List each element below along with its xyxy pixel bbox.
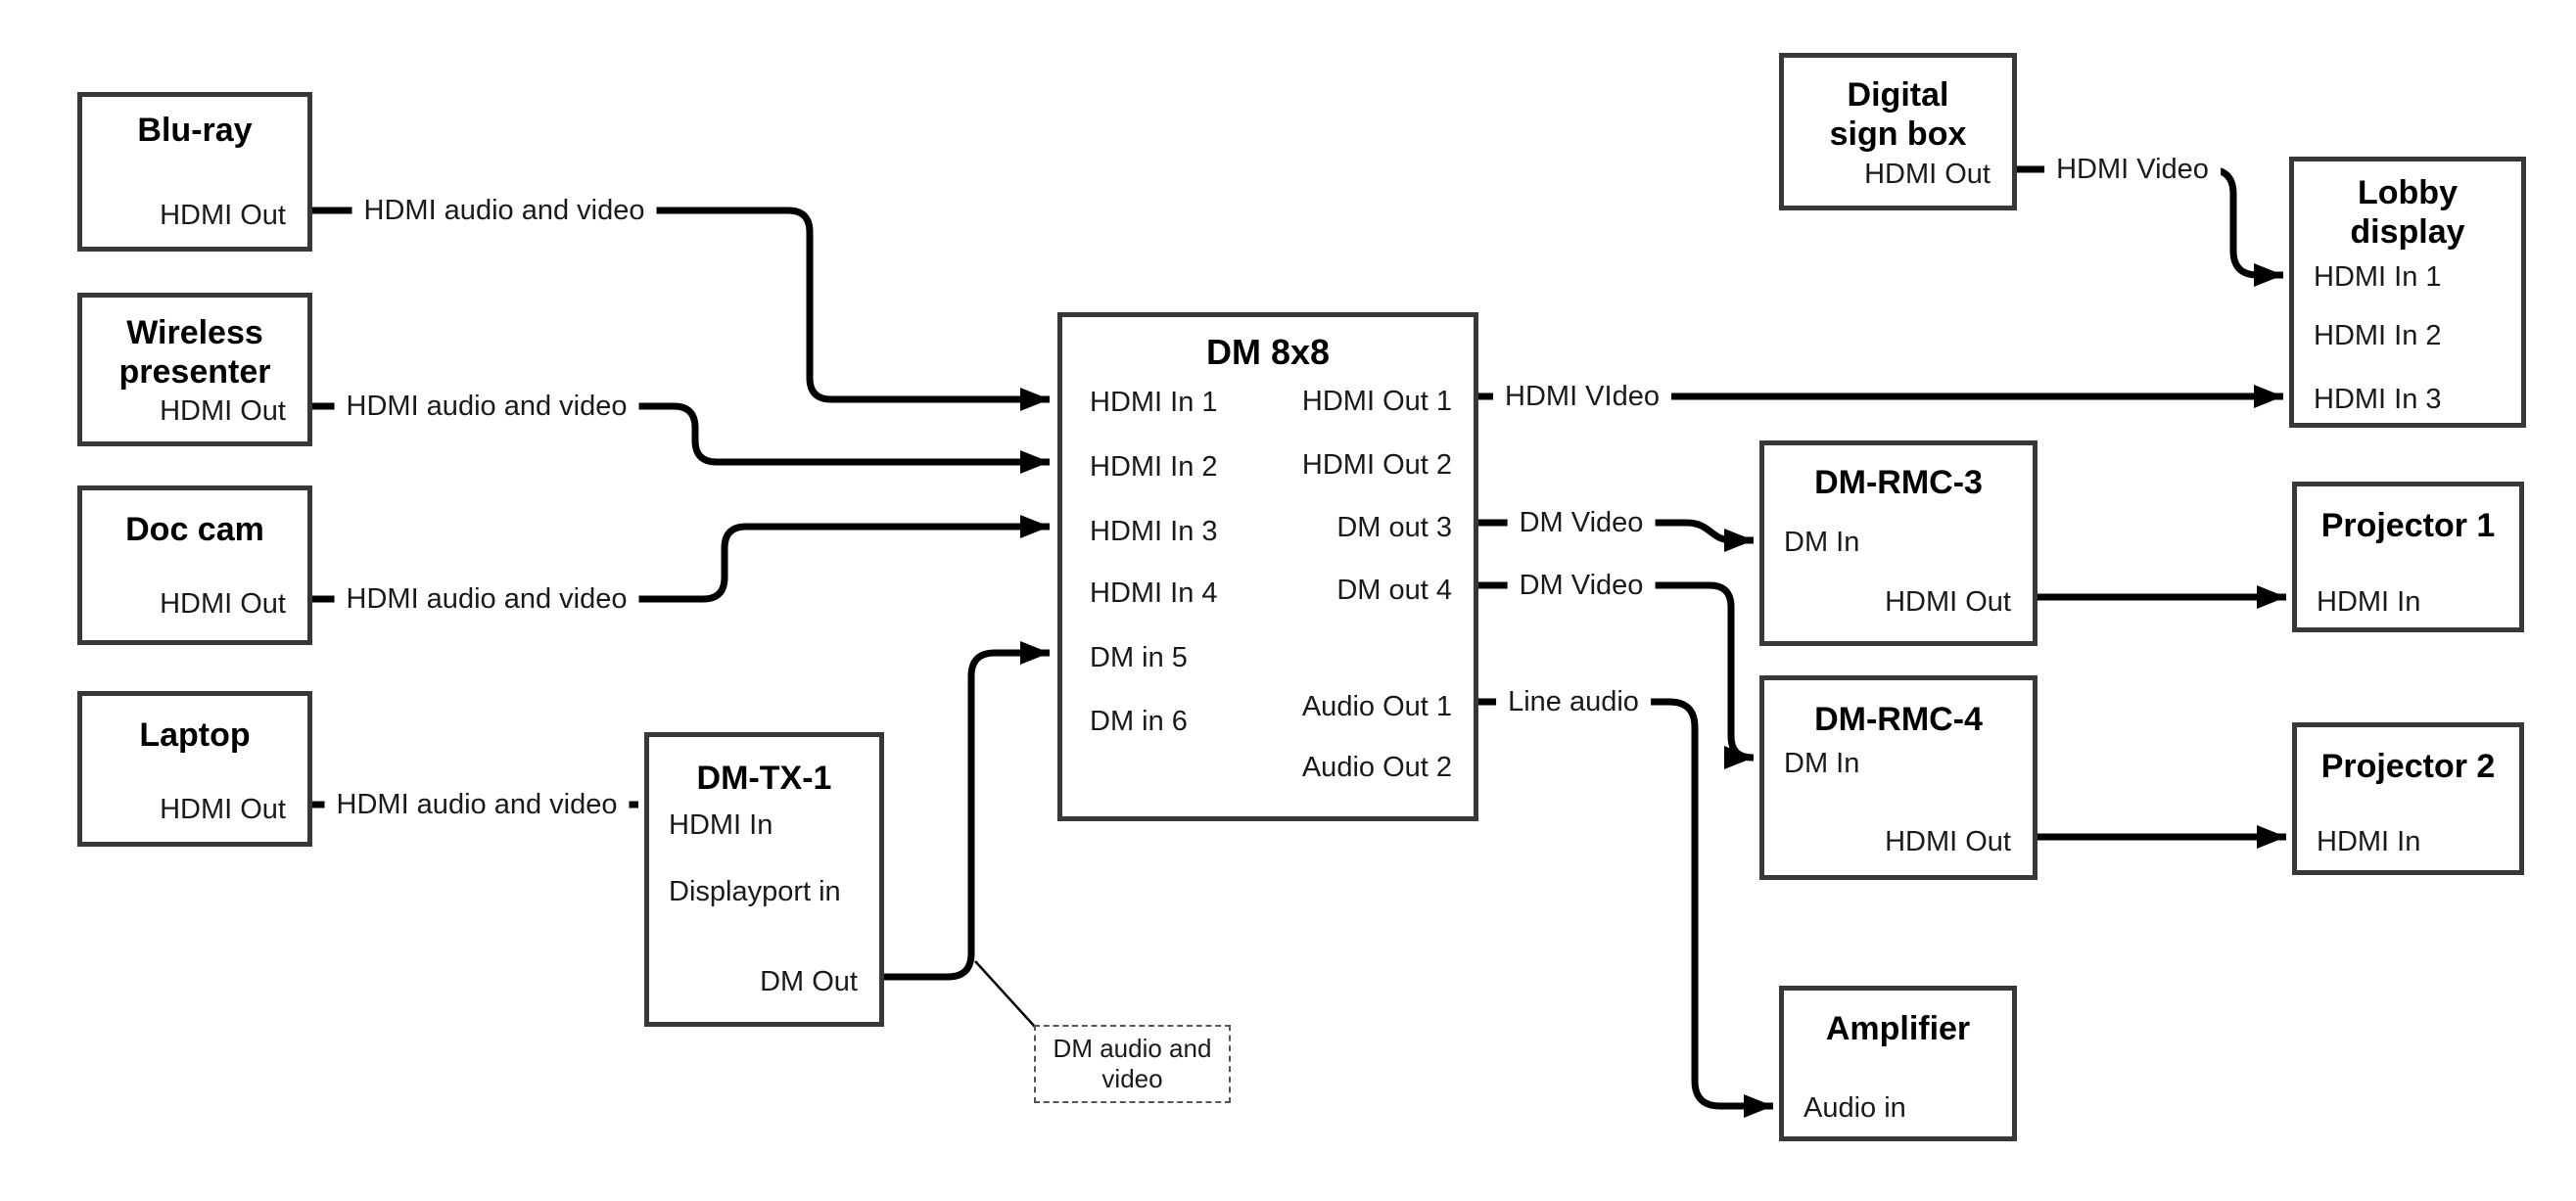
node-laptop: Laptop HDMI Out — [77, 691, 312, 847]
port-hdmi-in: HDMI In — [2317, 586, 2421, 618]
node-projector-1: Projector 1 HDMI In — [2292, 482, 2524, 632]
node-title: Doc cam — [125, 511, 264, 548]
node-title: Digital sign box — [1829, 76, 1967, 153]
node-title: Amplifier — [1825, 1010, 1971, 1047]
port-hdmi-in-1: HDMI In 1 — [2314, 261, 2442, 293]
node-title: DM-TX-1 — [696, 760, 832, 797]
node-title: Wireless presenter — [118, 314, 271, 391]
connector-doccam-to-dm8x8-in3 — [312, 515, 1050, 603]
node-title: DM 8x8 — [1205, 332, 1331, 372]
connection-label-signbox-lobby: HDMI Video — [2044, 152, 2221, 187]
node-wireless-presenter: Wireless presenter HDMI Out — [77, 293, 312, 446]
port-hdmi-in-1: HDMI In 1 — [1090, 387, 1218, 418]
port-hdmi-in-2: HDMI In 2 — [1090, 451, 1218, 483]
port-hdmi-out: HDMI Out — [1885, 826, 2011, 857]
node-projector-2: Projector 2 HDMI In — [2292, 722, 2524, 875]
port-audio-in: Audio in — [1803, 1092, 1906, 1124]
callout-leader-line — [974, 960, 1036, 1028]
port-dm-in: DM In — [1784, 748, 1860, 779]
node-dm-rmc-4: DM-RMC-4 DM In HDMI Out — [1759, 675, 2037, 880]
port-hdmi-in: HDMI In — [669, 809, 773, 841]
node-title: Projector 2 — [2320, 748, 2496, 785]
port-hdmi-out: HDMI Out — [160, 794, 286, 825]
port-dm-in: DM In — [1784, 527, 1860, 558]
port-hdmi-out: HDMI Out — [1885, 586, 2011, 618]
callout-dm-audio-video: DM audio and video — [1034, 1025, 1231, 1103]
node-dm-tx-1: DM-TX-1 HDMI In Displayport in DM Out — [644, 732, 884, 1027]
node-digital-sign-box: Digital sign box HDMI Out — [1779, 53, 2017, 210]
connection-label-laptop-dmtx1: HDMI audio and video — [324, 787, 630, 822]
connector-dm8x8-out4-to-dmrmc4 — [1478, 581, 1754, 769]
port-hdmi-in-2: HDMI In 2 — [2314, 320, 2442, 351]
node-dm-8x8: DM 8x8 HDMI In 1 HDMI In 2 HDMI In 3 HDM… — [1057, 312, 1478, 821]
connector-dmtx1-to-dm8x8-in5 — [884, 641, 1050, 981]
port-hdmi-out: HDMI Out — [160, 200, 286, 231]
node-amplifier: Amplifier Audio in — [1779, 986, 2017, 1141]
node-lobby-display: Lobby display HDMI In 1 HDMI In 2 HDMI I… — [2289, 157, 2526, 428]
connector-dm8x8-out3-to-dmrmc3 — [1478, 519, 1754, 552]
port-dm-out-4: DM out 4 — [1336, 575, 1452, 606]
node-title: Blu-ray — [137, 112, 253, 149]
port-hdmi-out: HDMI Out — [1864, 159, 1991, 190]
connection-label-dm8x8-lobby: HDMI VIdeo — [1493, 379, 1671, 414]
connection-label-dm8x8-amp: Line audio — [1496, 684, 1651, 719]
port-dm-out: DM Out — [760, 966, 858, 997]
node-doc-cam: Doc cam HDMI Out — [77, 485, 312, 645]
node-dm-rmc-3: DM-RMC-3 DM In HDMI Out — [1759, 440, 2037, 646]
port-hdmi-out-2: HDMI Out 2 — [1301, 449, 1452, 481]
node-title: Lobby display — [2350, 174, 2465, 251]
node-title: Laptop — [139, 716, 251, 754]
port-hdmi-in-3: HDMI In 3 — [2314, 384, 2442, 415]
port-audio-out-1: Audio Out 1 — [1301, 691, 1452, 722]
port-hdmi-in-3: HDMI In 3 — [1090, 516, 1218, 547]
connection-label-doccam-dm8x8: HDMI audio and video — [334, 581, 639, 617]
port-audio-out-2: Audio Out 2 — [1301, 752, 1452, 783]
connection-label-bluray-dm8x8: HDMI audio and video — [351, 193, 657, 228]
connector-bluray-to-dm8x8-in1 — [312, 207, 1050, 411]
port-dm-out-3: DM out 3 — [1336, 512, 1452, 543]
node-title: DM-RMC-3 — [1814, 464, 1983, 501]
port-displayport-in: Displayport in — [669, 876, 841, 907]
connector-dm8x8-aout1-to-amp — [1478, 698, 1773, 1118]
connection-label-dm8x8-dmrmc4: DM Video — [1507, 568, 1656, 603]
node-title: DM-RMC-4 — [1814, 701, 1983, 738]
node-title: Projector 1 — [2320, 507, 2496, 544]
port-hdmi-out: HDMI Out — [160, 588, 286, 620]
node-bluray: Blu-ray HDMI Out — [77, 92, 312, 252]
connection-label-wireless-dm8x8: HDMI audio and video — [334, 389, 639, 424]
port-hdmi-out: HDMI Out — [160, 395, 286, 427]
port-hdmi-in-4: HDMI In 4 — [1090, 577, 1218, 609]
port-dm-in-6: DM in 6 — [1090, 706, 1188, 737]
connection-label-dm8x8-dmrmc3: DM Video — [1507, 505, 1656, 540]
port-hdmi-out-1: HDMI Out 1 — [1301, 386, 1452, 417]
connector-wireless-to-dm8x8-in2 — [312, 402, 1050, 474]
port-hdmi-in: HDMI In — [2317, 826, 2421, 857]
port-dm-in-5: DM in 5 — [1090, 642, 1188, 673]
